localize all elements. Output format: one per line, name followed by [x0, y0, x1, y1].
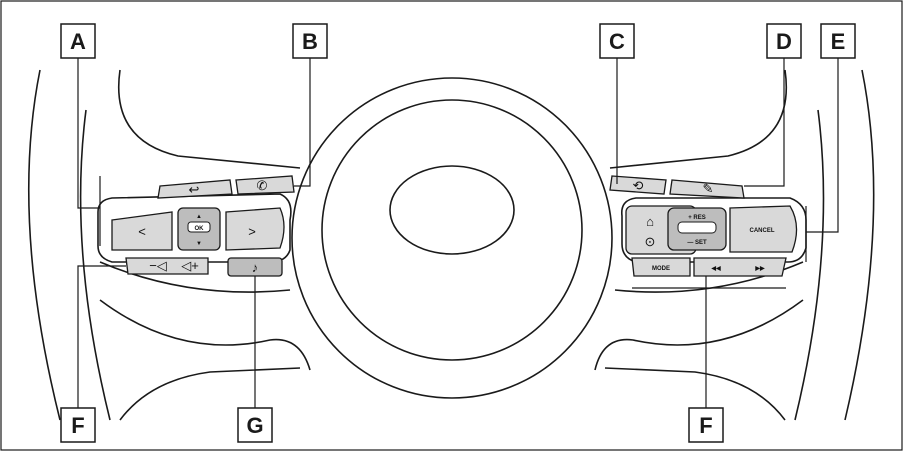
callout-g: G — [237, 407, 273, 443]
spoke-lower-left-top — [99, 261, 291, 293]
wheel-rim-right-inner — [794, 109, 825, 421]
callout-f-left: F — [60, 407, 96, 443]
leader-b — [294, 46, 311, 187]
hub-inner-disc — [321, 99, 583, 361]
svg-text:C: C — [609, 29, 625, 54]
svg-text:F: F — [699, 413, 712, 438]
volume-down-label: −◁ — [149, 258, 167, 273]
leader-f-left — [77, 265, 126, 412]
volume-switch[interactable] — [125, 257, 209, 275]
wheel-shoulder-right — [609, 69, 787, 169]
down-arrow-icon: ▼ — [196, 241, 202, 247]
left-arrow-label: < — [138, 224, 146, 239]
set-label: — SET — [687, 240, 707, 246]
ok-button-label: OK — [195, 226, 205, 232]
volume-up-label: ◁+ — [181, 258, 199, 273]
lane-assist-button[interactable] — [609, 175, 667, 195]
wheel-shoulder-left — [118, 69, 301, 169]
lane-assist-icon: ⟲ — [633, 178, 644, 193]
svg-text:F: F — [71, 413, 84, 438]
back-button-label: ↩ — [189, 182, 200, 197]
callout-c: C — [599, 23, 635, 59]
wheel-lower-left — [119, 367, 301, 421]
adjust-icon: ✎ — [703, 181, 714, 196]
cancel-label: CANCEL — [750, 228, 775, 234]
wheel-lower-right — [604, 367, 786, 421]
svg-text:B: B — [302, 29, 318, 54]
adjust-button[interactable] — [669, 179, 745, 199]
phone-button[interactable] — [235, 175, 295, 195]
svg-text:A: A — [70, 29, 86, 54]
leader-a — [77, 46, 100, 209]
res-label: + RES — [688, 215, 706, 221]
left-arrow-button[interactable] — [111, 211, 173, 251]
mode-label: MODE — [652, 266, 670, 272]
track-switch[interactable] — [693, 257, 787, 277]
hub-emblem — [389, 165, 515, 255]
ok-button[interactable] — [187, 221, 211, 233]
res-set-lever[interactable] — [677, 221, 717, 234]
spoke-lower-right-bottom — [594, 299, 804, 371]
svg-text:D: D — [776, 29, 792, 54]
right-arrow-button[interactable] — [225, 207, 285, 251]
svg-text:G: G — [246, 413, 263, 438]
hub-outer-ring — [291, 77, 613, 399]
left-switch-panel — [97, 193, 292, 263]
right-arrow-label: > — [248, 224, 256, 239]
back-button[interactable] — [157, 179, 233, 199]
leader-d — [744, 46, 785, 187]
cancel-button[interactable] — [729, 205, 798, 253]
leader-e — [806, 46, 839, 233]
callout-f-right: F — [688, 407, 724, 443]
next-track-label: ▶▶ — [754, 265, 765, 272]
up-arrow-icon: ▲ — [196, 214, 202, 220]
wheel-rim-right-outer — [844, 69, 875, 421]
callout-b: B — [292, 23, 328, 59]
voice-command-icon: ♪ — [252, 260, 259, 275]
wheel-rim-left-inner — [79, 109, 111, 421]
phone-icon: ✆ — [257, 178, 268, 193]
callout-d: D — [766, 23, 802, 59]
previous-track-label: ◀◀ — [710, 265, 721, 272]
spoke-lower-left-bottom — [99, 299, 311, 371]
mode-button[interactable] — [631, 257, 691, 277]
callout-a: A — [60, 23, 96, 59]
cruise-control-icon: ⊙ — [645, 234, 656, 249]
callout-e: E — [820, 23, 856, 59]
svg-text:E: E — [831, 29, 846, 54]
radar-cruise-icon: ⌂ — [646, 214, 654, 229]
wheel-rim-left-outer — [27, 69, 61, 421]
